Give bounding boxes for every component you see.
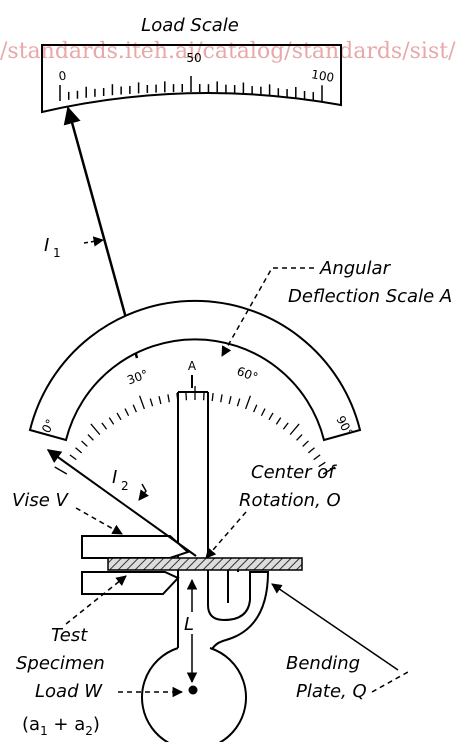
a-close: ) [93,714,100,735]
load-tick-label-50: 50 [186,51,201,65]
bending-label-line1: Bending [286,653,360,674]
angle-tick-label-30: 30° [125,367,150,387]
pendulum-body [141,391,270,742]
test-leader [65,575,127,625]
test-label-line2: Specimen [16,653,105,674]
angle-tick-mark [149,398,154,407]
angle-tick-mark [302,440,309,447]
angular-label-line1: Angular [319,258,392,279]
angle-tick-mark [124,408,130,417]
pointer-i2 [46,449,197,557]
angle-tick-mark [245,395,252,410]
load-scale-title: Load Scale [141,15,239,36]
angle-tick-mark [54,466,68,475]
angle-tick-mark [108,417,115,425]
a-sub-2: 2 [85,724,93,738]
angular-label-leader [221,267,314,357]
bending-label-line2: Plate, Q [296,681,367,702]
indicator-1-subscript: 1 [53,246,61,260]
load-scale-ticks [59,76,323,102]
load-tick-label-0: 0 [58,69,68,84]
angle-tick-mark [158,396,162,405]
angle-tick-label-0: 0° [39,417,58,436]
angle-tick-mark [313,454,321,461]
indicator-2-subscript: 2 [121,479,129,493]
angle-tick-label-60: 60° [235,364,260,384]
vise-leader [75,507,123,535]
angle-tick-mark [87,434,94,441]
angle-tick-mark [236,398,241,407]
center-label-line2: Rotation, O [239,490,341,511]
bending-leader-1 [271,583,399,671]
angular-scale-ticks [54,386,336,475]
angle-tick-mark [132,404,137,413]
angle-tick-mark [69,454,77,461]
a-sum-label: (a1 + a2) [22,714,100,738]
watermark-text: /standards.iteh.ai/catalog/standards/sis… [0,39,456,64]
angle-tick-mark [167,394,170,403]
angle-tick-mark [318,461,326,468]
test-specimen [107,557,303,571]
angle-tick-mark [220,394,223,403]
load-scale: Load Scale 0 50 100 [41,15,342,114]
angle-tick-mark [307,447,315,454]
load-tick-label-100: 100 [310,67,335,85]
angular-scale-band [28,299,362,442]
indicator-1-leader [83,236,105,247]
angle-tick-mark [322,466,336,475]
angle-tick-mark [282,422,289,430]
indicator-2-label: I [112,467,117,488]
angle-tick-mark [138,395,145,410]
center-label-leader [205,511,247,559]
angle-tick-mark [81,440,88,447]
load-center-dot [188,685,198,695]
load-disc [141,647,247,742]
angle-tick-mark [90,423,101,436]
angular-deflection-scale: 0° 30° A 60° 90° [28,299,362,475]
svg-text:(a1 + a2): (a1 + a2) [22,714,100,738]
vise-v [81,535,190,595]
test-label-line1: Test [51,625,88,646]
angle-tick-mark [228,396,232,405]
a-mid: + a [48,714,86,735]
load-scale-box [41,44,342,114]
l-label: L [184,614,194,635]
center-label-line1: Center of [251,462,337,483]
angle-tick-mark [75,447,83,454]
angle-tick-mark [253,404,258,413]
angle-tick-mark [116,412,122,421]
indicator-1-label: I [44,235,49,256]
angle-tick-mark [296,434,303,441]
angular-label-line2: Deflection Scale A [288,286,452,307]
angle-tick-label-a: A [188,359,197,373]
vise-label: Vise V [12,490,69,511]
a-open: (a [22,714,40,735]
bending-leader-2 [371,671,409,693]
bending-plate-q [207,566,270,659]
angle-tick-mark [275,417,282,425]
angle-tick-mark [289,423,300,436]
indicator-2-leader [138,483,149,501]
angle-tick-mark [101,422,108,430]
load-w-label: Load W [35,681,103,702]
angle-tick-mark [211,392,214,402]
a-sub-1: 1 [40,724,48,738]
angle-tick-mark [268,412,274,421]
angle-tick-mark [260,408,266,417]
